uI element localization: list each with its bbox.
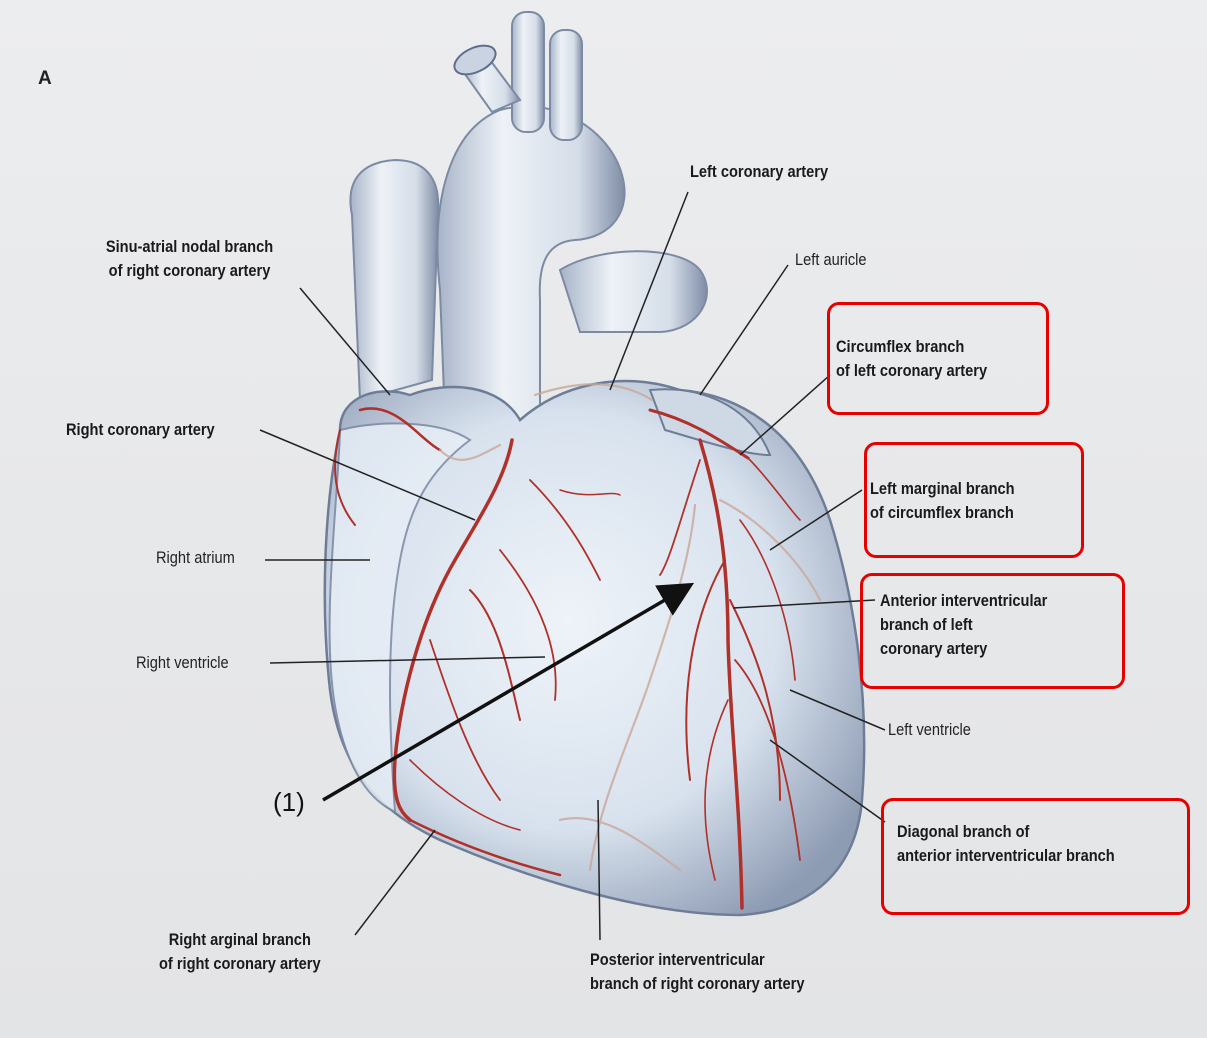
label-right-atrium: Right atrium [156, 546, 235, 570]
label-posterior-iv-line-2: branch of right coronary artery [590, 972, 804, 996]
label-posterior-interventricular-branch: Posterior interventricular branch of rig… [590, 948, 804, 996]
label-left-coronary-artery: Left coronary artery [690, 160, 828, 184]
label-diagonal-line-1: Diagonal branch of [897, 820, 1115, 844]
label-left-marginal-branch: Left marginal branch of circumflex branc… [870, 477, 1015, 525]
label-left-marginal-line-2: of circumflex branch [870, 501, 1015, 525]
label-circumflex-branch: Circumflex branch of left coronary arter… [836, 335, 987, 383]
great-vessels [350, 12, 707, 420]
label-sa-nodal-line-1: Sinu-atrial nodal branch [82, 235, 297, 259]
label-circumflex-line-1: Circumflex branch [836, 335, 987, 359]
label-diagonal-line-2: anterior interventricular branch [897, 844, 1115, 868]
label-right-coronary-artery: Right coronary artery [66, 418, 215, 442]
label-posterior-iv-line-1: Posterior interventricular [590, 948, 804, 972]
label-left-auricle: Left auricle [795, 248, 867, 272]
label-right-marginal-branch: Right arginal branch of right coronary a… [128, 928, 352, 976]
label-sa-nodal-branch: Sinu-atrial nodal branch of right corona… [82, 235, 297, 283]
label-left-ventricle: Left ventricle [888, 718, 971, 742]
label-anterior-interventricular-branch: Anterior interventricular branch of left… [880, 589, 1047, 661]
label-left-marginal-line-1: Left marginal branch [870, 477, 1015, 501]
marker-label-1: (1) [273, 787, 305, 818]
label-sa-nodal-line-2: of right coronary artery [82, 259, 297, 283]
label-right-ventricle: Right ventricle [136, 651, 229, 675]
panel-letter: A [38, 68, 52, 90]
label-right-marginal-line-2: of right coronary artery [128, 952, 352, 976]
heart-body [325, 381, 864, 915]
label-circumflex-line-2: of left coronary artery [836, 359, 987, 383]
label-anterior-iv-line-3: coronary artery [880, 637, 1047, 661]
label-anterior-iv-line-1: Anterior interventricular [880, 589, 1047, 613]
label-right-marginal-line-1: Right arginal branch [128, 928, 352, 952]
label-diagonal-branch: Diagonal branch of anterior interventric… [897, 820, 1115, 868]
label-anterior-iv-line-2: branch of left [880, 613, 1047, 637]
